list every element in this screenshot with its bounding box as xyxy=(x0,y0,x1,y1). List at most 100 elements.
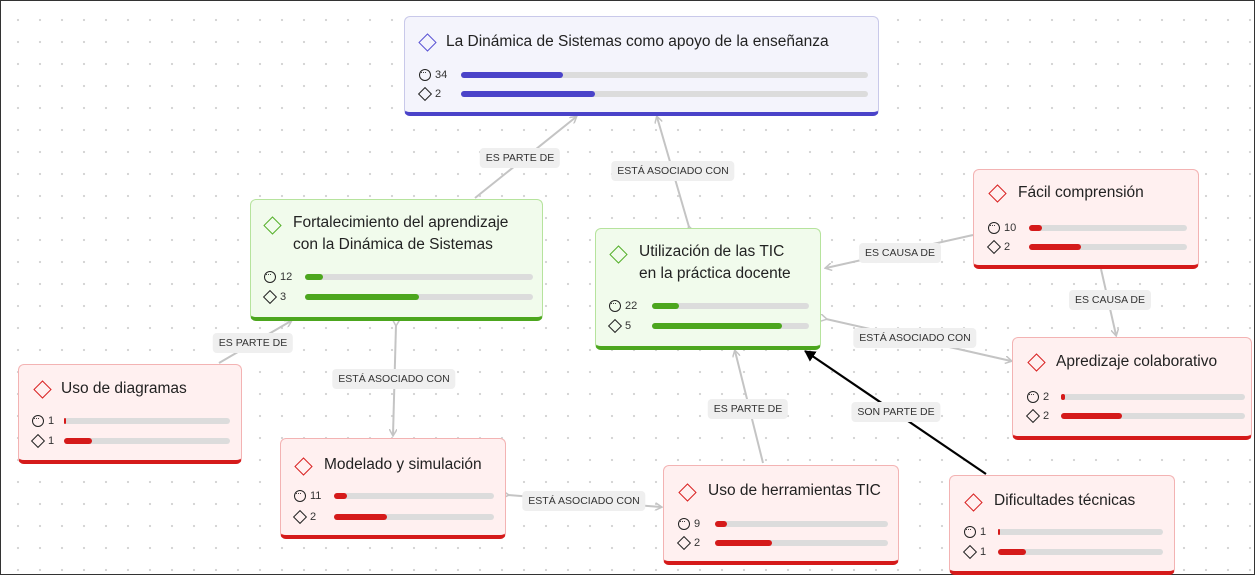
progress-bar xyxy=(715,521,888,527)
node-dificultades-tecnicas[interactable]: Dificultades técnicas 1 1 xyxy=(949,475,1175,575)
diamond-icon xyxy=(676,535,692,551)
progress-bar xyxy=(64,438,230,444)
diamond-icon xyxy=(263,216,282,235)
progress-bar xyxy=(1061,394,1245,400)
diamond-icon xyxy=(986,239,1002,255)
concept-count: 2 xyxy=(694,537,701,549)
comment-icon xyxy=(1027,387,1039,403)
progress-bar xyxy=(652,323,809,329)
comment-icon xyxy=(988,218,1000,234)
node-title: Fácil comprensión xyxy=(1018,184,1144,201)
edge-label-causa: ES CAUSA DE xyxy=(1068,290,1152,310)
comment-stat: 2 xyxy=(1027,387,1249,404)
node-title: Uso de diagramas xyxy=(61,380,187,397)
node-title: La Dinámica de Sistemas como apoyo de la… xyxy=(446,33,829,50)
progress-bar xyxy=(305,274,533,280)
progress-bar xyxy=(715,540,888,546)
diamond-icon xyxy=(1027,353,1046,372)
node-uso-de-diagramas[interactable]: Uso de diagramas 1 1 xyxy=(18,364,242,464)
progress-fill xyxy=(334,493,347,499)
node-title: Apredizaje colaborativo xyxy=(1056,353,1218,370)
node-main[interactable]: La Dinámica de Sistemas como apoyo de la… xyxy=(404,16,879,116)
progress-fill xyxy=(64,438,93,444)
node-title: Uso de herramientas TIC xyxy=(708,482,881,499)
diamond-icon xyxy=(988,184,1007,203)
progress-fill xyxy=(1029,225,1042,231)
node-fortalecimiento[interactable]: Fortalecimiento del aprendizaje con la D… xyxy=(250,199,543,321)
progress-fill xyxy=(998,529,1001,535)
concept-count: 1 xyxy=(980,546,987,558)
diamond-icon xyxy=(262,289,278,305)
progress-fill xyxy=(305,274,324,280)
progress-bar xyxy=(334,514,494,520)
comment-stat: 10 xyxy=(988,218,1193,235)
progress-bar xyxy=(461,72,868,78)
concept-stat: 2 xyxy=(1025,408,1249,424)
progress-fill xyxy=(461,72,563,78)
node-facil-comprension[interactable]: Fácil comprensión 10 2 xyxy=(973,169,1199,269)
progress-fill xyxy=(715,521,728,527)
concept-stat: 5 xyxy=(607,318,814,334)
edge-label-parte-de: ES PARTE DE xyxy=(707,399,789,419)
diamond-icon xyxy=(417,86,433,102)
node-apredizaje-colaborativo[interactable]: Apredizaje colaborativo 2 2 xyxy=(1012,337,1252,440)
comment-stat: 1 xyxy=(32,411,237,428)
edge-label-parte-de: ES PARTE DE xyxy=(212,333,294,353)
concept-count: 2 xyxy=(310,511,317,523)
progress-bar xyxy=(1061,413,1245,419)
comment-count: 11 xyxy=(310,490,322,502)
diamond-icon xyxy=(33,380,52,399)
concept-count: 3 xyxy=(280,291,287,303)
concept-count: 5 xyxy=(625,320,632,332)
comment-stat: 12 xyxy=(264,267,534,284)
concept-count: 1 xyxy=(48,435,55,447)
comment-count: 12 xyxy=(280,271,293,283)
comment-icon xyxy=(419,65,431,81)
diamond-icon xyxy=(962,544,978,560)
node-uso-de-herramientas-tic[interactable]: Uso de herramientas TIC 9 2 xyxy=(663,465,899,565)
comment-stat: 1 xyxy=(964,522,1169,539)
comment-icon xyxy=(609,296,621,312)
concept-count: 2 xyxy=(1043,410,1050,422)
progress-bar xyxy=(652,303,809,309)
progress-bar xyxy=(334,493,494,499)
comment-stat: 34 xyxy=(419,65,869,82)
diamond-icon xyxy=(292,509,308,525)
comment-icon xyxy=(264,267,276,283)
concept-stat: 2 xyxy=(292,509,499,525)
progress-fill xyxy=(334,514,387,520)
edge-label-causa: ES CAUSA DE xyxy=(858,243,942,263)
progress-fill xyxy=(64,418,67,424)
progress-fill xyxy=(305,294,419,300)
edge-label-son-parte-de: SON PARTE DE xyxy=(851,402,941,422)
progress-bar xyxy=(461,91,868,97)
edge-label-parte-de: ES PARTE DE xyxy=(479,148,561,168)
progress-bar xyxy=(64,418,230,424)
progress-fill xyxy=(715,540,773,546)
comment-stat: 9 xyxy=(678,514,893,531)
node-title: Fortalecimiento del aprendizaje xyxy=(293,214,509,231)
diamond-icon xyxy=(607,318,623,334)
node-title: con la Dinámica de Sistemas xyxy=(293,236,493,253)
comment-icon xyxy=(32,411,44,427)
node-utilizacion[interactable]: Utilización de las TIC en la práctica do… xyxy=(595,228,821,350)
progress-bar xyxy=(998,529,1163,535)
progress-fill xyxy=(1061,394,1065,400)
diamond-icon xyxy=(1025,408,1041,424)
node-title: en la práctica docente xyxy=(639,265,791,282)
edge-label-asociado: ESTÁ ASOCIADO CON xyxy=(853,328,977,348)
edge-label-asociado: ESTÁ ASOCIADO CON xyxy=(611,161,735,181)
progress-bar xyxy=(1029,244,1187,250)
diamond-icon xyxy=(418,33,437,52)
diamond-icon xyxy=(609,245,628,264)
comment-icon xyxy=(678,514,690,530)
concept-stat: 3 xyxy=(262,289,534,305)
concept-count: 2 xyxy=(435,88,442,100)
comment-count: 34 xyxy=(435,69,448,81)
node-title: Dificultades técnicas xyxy=(994,492,1136,509)
node-modelado-y-simulacion[interactable]: Modelado y simulación 11 2 xyxy=(280,438,506,539)
diamond-icon xyxy=(964,493,983,512)
comment-icon xyxy=(294,486,306,502)
comment-icon xyxy=(964,522,976,538)
